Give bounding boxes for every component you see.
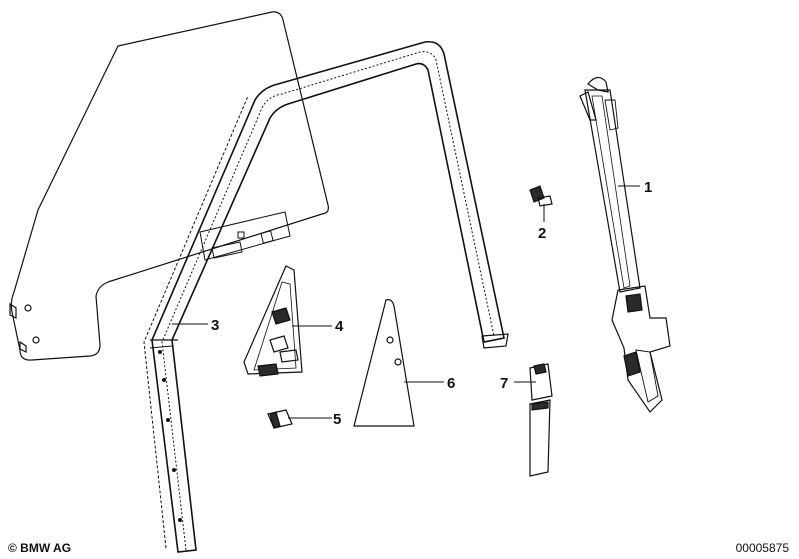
corner-bracket[interactable] [243, 265, 303, 377]
clip[interactable] [267, 409, 293, 429]
callout-7: 7 [500, 375, 508, 392]
copyright-notice: © BMW AG [8, 541, 72, 555]
seal-strip[interactable] [529, 363, 553, 477]
window-channel-seal[interactable] [143, 40, 509, 553]
figure-number: 00005875 [735, 541, 789, 555]
callout-2: 2 [538, 225, 546, 242]
callout-3: 3 [211, 317, 219, 334]
leader-lines [172, 185, 640, 419]
callout-5: 5 [333, 411, 341, 428]
window-guide-rail[interactable] [579, 76, 671, 413]
callout-4: 4 [335, 318, 344, 335]
callout-6: 6 [447, 375, 455, 392]
window-glass[interactable] [9, 11, 329, 361]
triangle-cover[interactable] [353, 299, 415, 427]
screw[interactable] [529, 185, 553, 207]
callout-1: 1 [644, 179, 652, 196]
